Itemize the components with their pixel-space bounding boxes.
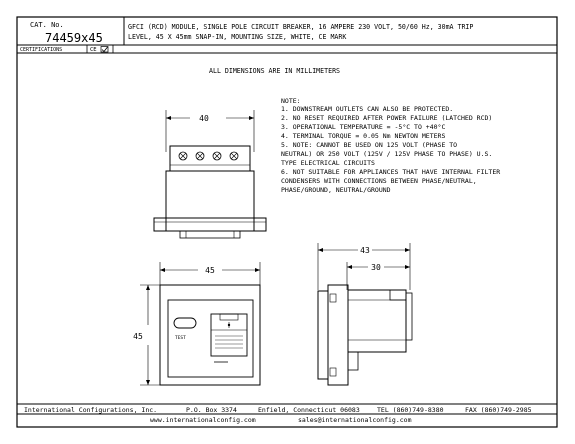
notes-title: NOTE: bbox=[281, 97, 301, 105]
cat-no-value: 74459x45 bbox=[45, 31, 103, 45]
front-view bbox=[140, 262, 261, 386]
terminal-screw-icon bbox=[178, 151, 188, 161]
note-line: TYPE ELECTRICAL CIRCUITS bbox=[281, 159, 375, 167]
note-line: 4. TERMINAL TORQUE = 0.05 Nm NEWTON METE… bbox=[281, 132, 445, 140]
terminal-screw-icon bbox=[229, 151, 239, 161]
note-line: 5. NOTE: CANNOT BE USED ON 125 VOLT (PHA… bbox=[281, 141, 457, 149]
side-view bbox=[317, 243, 413, 386]
terminal-screw-icon bbox=[212, 151, 222, 161]
note-line: 2. NO RESET REQUIRED AFTER POWER FAILURE… bbox=[281, 114, 492, 122]
dimensions-heading: ALL DIMENSIONS ARE IN MILLIMETERS bbox=[209, 67, 340, 75]
dimension-side-inner: 30 bbox=[371, 263, 381, 272]
footer-email-link[interactable]: sales@internationalconfig.com bbox=[298, 416, 412, 424]
notes-block: NOTE: 1. DOWNSTREAM OUTLETS CAN ALSO BE … bbox=[281, 97, 500, 194]
dimension-side-depth: 43 bbox=[360, 246, 370, 255]
test-button[interactable] bbox=[173, 317, 197, 329]
note-line: NEUTRAL) OR 250 VOLT (125V / 125V PHASE … bbox=[281, 150, 492, 158]
note-line: 6. NOT SUITABLE FOR APPLIANCES THAT HAVE… bbox=[281, 168, 500, 176]
footer-city: Enfield, Connecticut 06083 bbox=[258, 406, 360, 414]
title-block: CAT. No. 74459x45 GFCI (RCD) MODULE, SIN… bbox=[17, 17, 557, 54]
note-line: 3. OPERATIONAL TEMPERATURE = -5°C TO +40… bbox=[281, 123, 445, 131]
note-line: CONDENSERS WITH CONNECTIONS BETWEEN PHAS… bbox=[281, 177, 477, 185]
footer-po-box: P.O. Box 3374 bbox=[186, 406, 237, 414]
test-label: TEST bbox=[175, 335, 186, 341]
certifications-label: CERTIFICATIONS bbox=[20, 47, 62, 53]
dimension-front-height: 45 bbox=[133, 332, 143, 341]
description-line-2: LEVEL, 45 X 45mm SNAP-IN, MOUNTING SIZE,… bbox=[128, 33, 346, 41]
ce-checkbox[interactable] bbox=[100, 46, 109, 53]
footer-company: International Configurations, Inc. bbox=[24, 406, 157, 414]
cat-no-label: CAT. No. bbox=[30, 21, 64, 29]
note-line: 1. DOWNSTREAM OUTLETS CAN ALSO BE PROTEC… bbox=[281, 105, 453, 113]
check-icon bbox=[101, 46, 108, 53]
footer-tel: TEL (860)749-8380 bbox=[377, 406, 444, 414]
ce-mark-label: CE bbox=[90, 47, 97, 53]
top-view bbox=[153, 110, 267, 239]
terminal-screw-icon bbox=[195, 151, 205, 161]
dimension-top-width: 40 bbox=[199, 114, 209, 123]
footer-fax: FAX (860)749-2985 bbox=[465, 406, 532, 414]
footer-website-link[interactable]: www.internationalconfig.com bbox=[150, 416, 256, 424]
indicator-icon bbox=[227, 323, 231, 327]
description-line-1: GFCI (RCD) MODULE, SINGLE POLE CIRCUIT B… bbox=[128, 23, 473, 31]
note-line: PHASE/GROUND, NEUTRAL/GROUND bbox=[281, 186, 391, 194]
dimension-front-width: 45 bbox=[205, 266, 215, 275]
sheet-border bbox=[16, 16, 558, 428]
footer: International Configurations, Inc. P.O. … bbox=[17, 403, 557, 424]
